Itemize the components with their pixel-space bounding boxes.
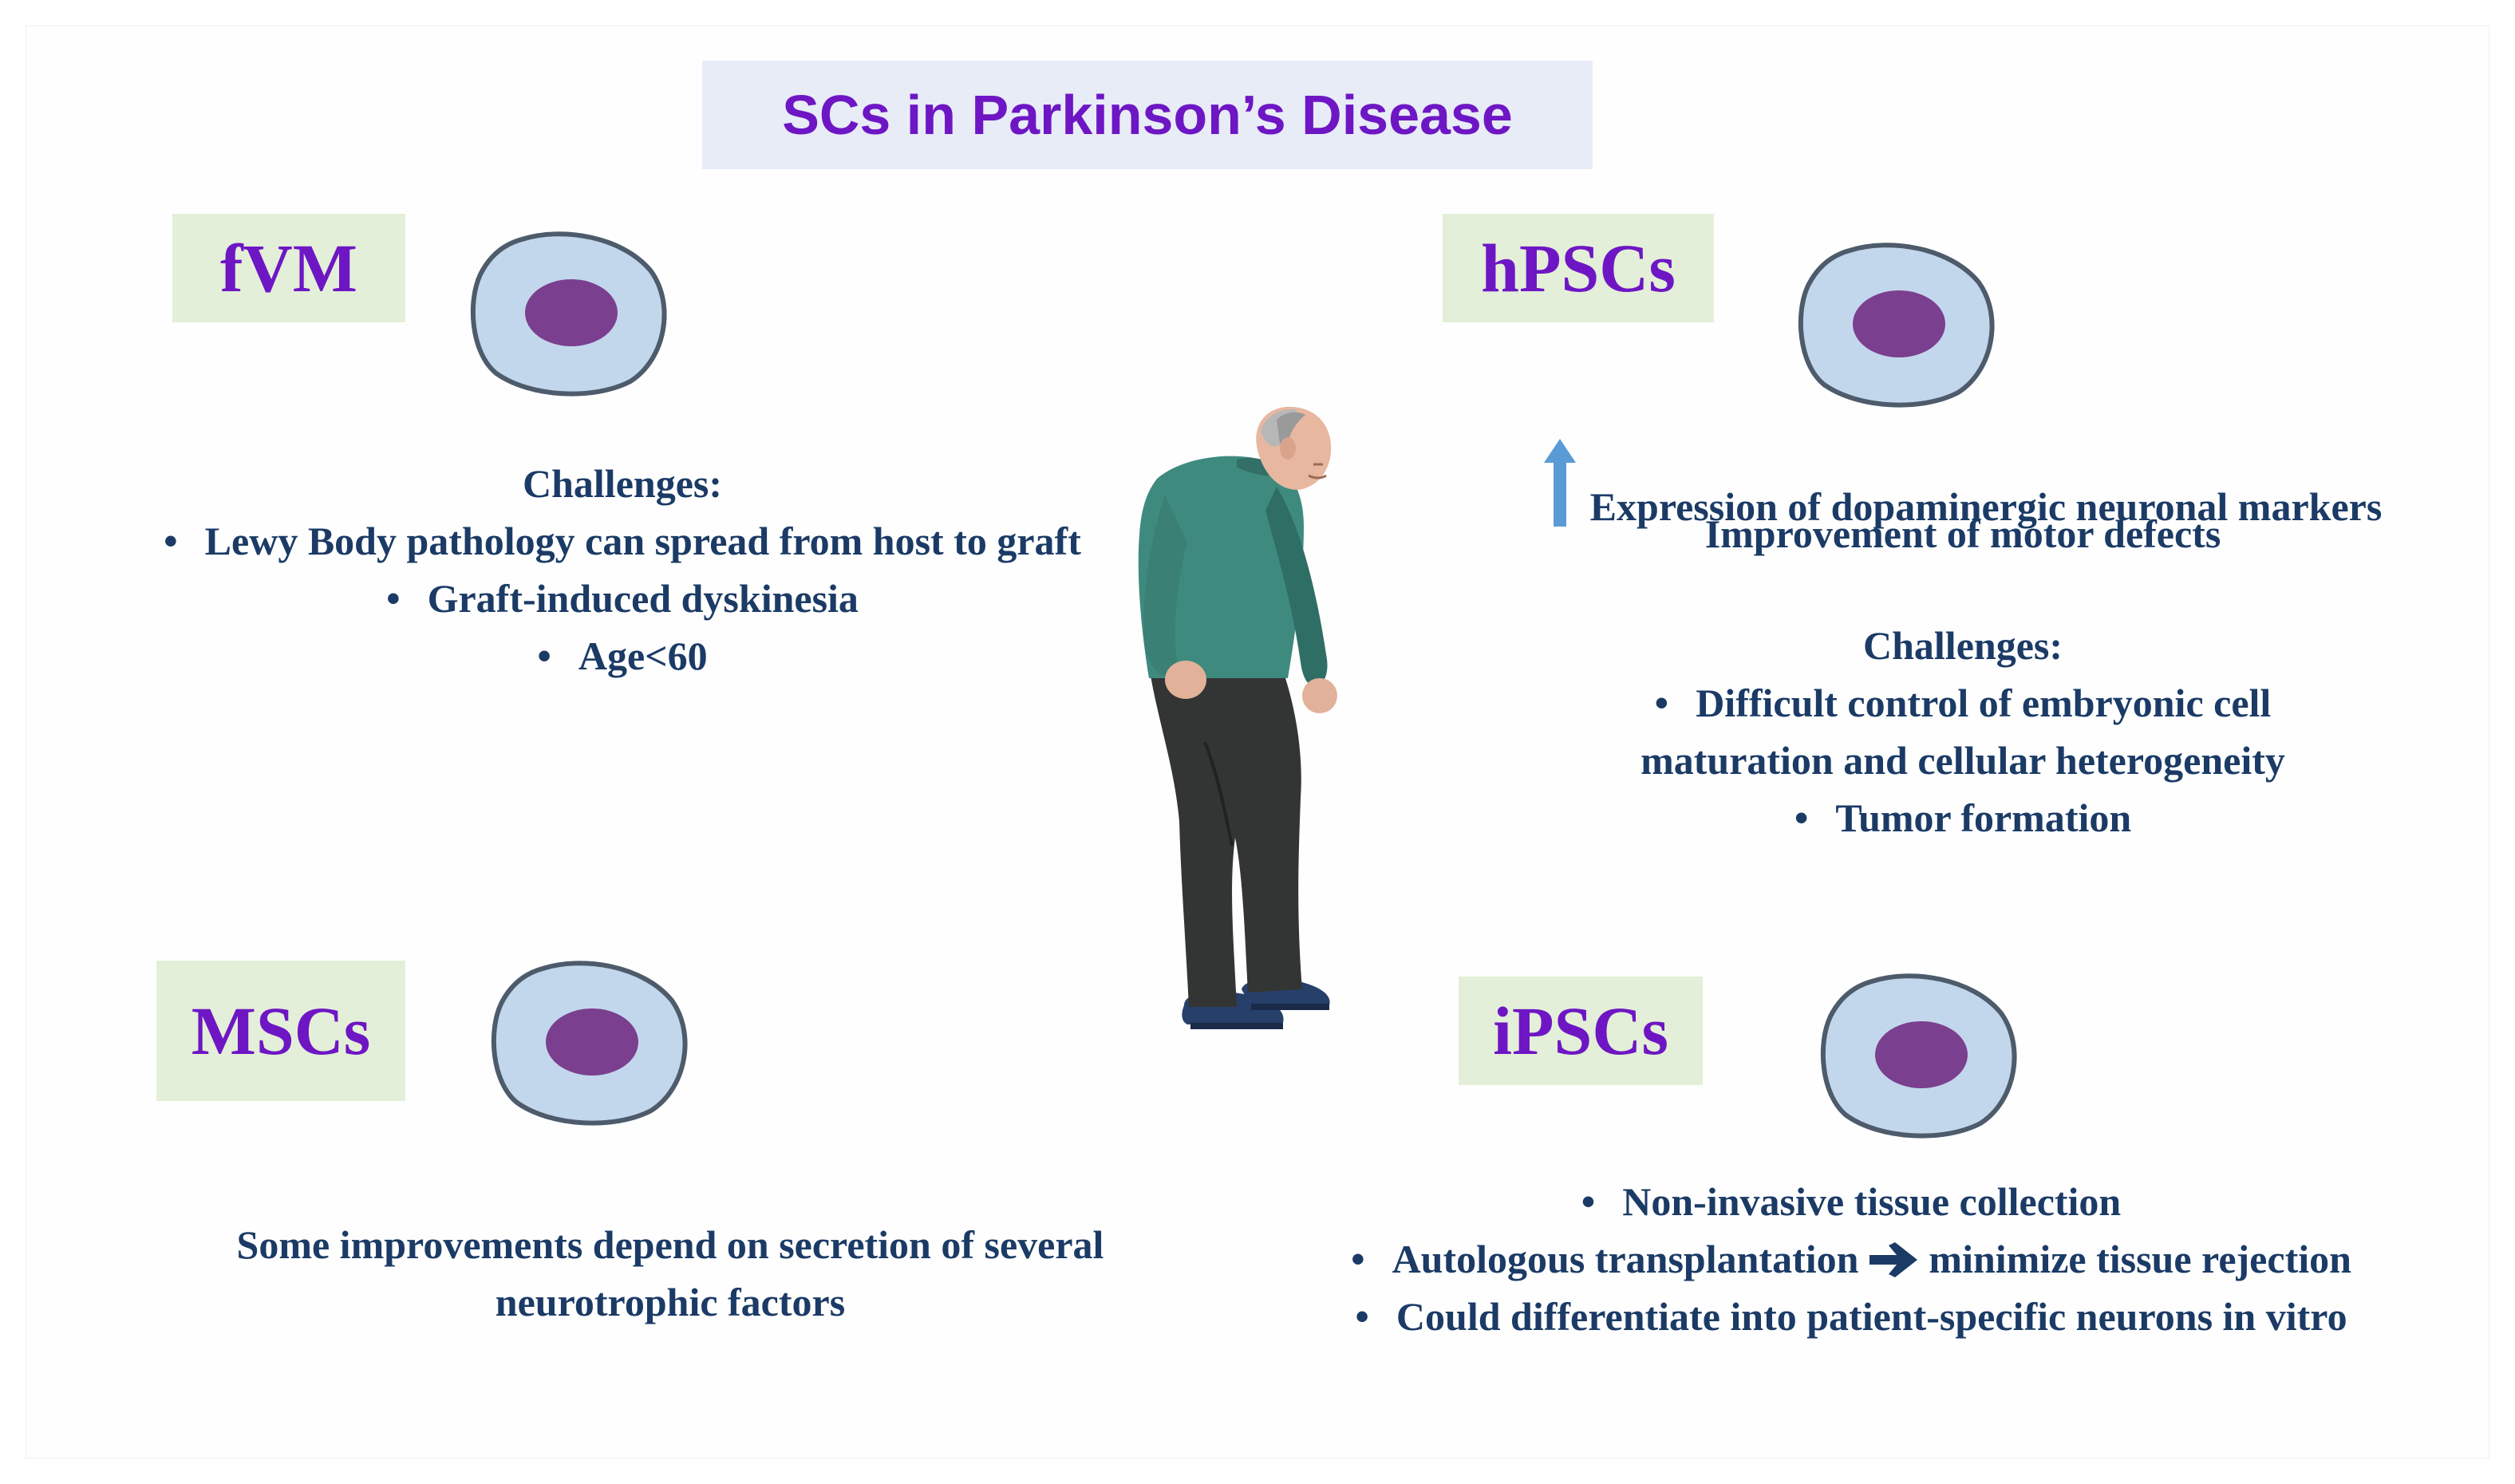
- label-hpscs-text: hPSCs: [1481, 230, 1676, 306]
- elderly-person-illustration: [1138, 406, 1337, 1029]
- hpscs-description: Expression of dopaminergic neuronal mark…: [1436, 439, 2489, 847]
- fvm-challenges: Challenges: •Lewy Body pathology can spr…: [64, 455, 1181, 685]
- label-ipscs-text: iPSCs: [1493, 993, 1668, 1069]
- up-arrow-icon: [1543, 439, 1576, 527]
- label-fvm: fVM: [172, 214, 405, 322]
- label-mscs-text: MSCs: [191, 993, 371, 1069]
- mscs-description: Some improvements depend on secretion of…: [112, 1216, 1229, 1331]
- hpscs-challenge-item: •Tumor formation: [1794, 795, 2132, 840]
- figure-title: SCs in Parkinson’s Disease: [782, 84, 1513, 146]
- fvm-challenge-item: •Lewy Body pathology can spread from hos…: [164, 519, 1081, 563]
- mscs-line: neurotrophic factors: [495, 1280, 846, 1324]
- fvm-challenges-heading: Challenges:: [523, 461, 722, 506]
- hpscs-effect: Improvement of motor defects: [1704, 511, 2221, 556]
- hpscs-challenges-heading: Challenges:: [1863, 623, 2063, 668]
- hpscs-effect: Expression of dopaminergic neuronal mark…: [1436, 439, 2489, 535]
- ipscs-description: •Non-invasive tissue collection •Autolog…: [1229, 1173, 2474, 1345]
- stem-cell-icon: [1798, 243, 1995, 408]
- stem-cell-icon: [470, 231, 667, 397]
- ipscs-item: •Could differentiate into patient-specif…: [1355, 1294, 2347, 1339]
- label-hpscs: hPSCs: [1443, 214, 1714, 322]
- right-arrow-icon: [1869, 1242, 1918, 1277]
- title-box: SCs in Parkinson’s Disease: [702, 61, 1593, 169]
- label-mscs: MSCs: [156, 961, 405, 1101]
- stem-cell-icon: [491, 961, 688, 1126]
- mscs-line: Some improvements depend on secretion of…: [236, 1222, 1104, 1267]
- label-fvm-text: fVM: [220, 230, 357, 306]
- hpscs-challenge-item: •Difficult control of embryonic cell: [1654, 681, 2272, 725]
- label-ipscs: iPSCs: [1459, 977, 1703, 1085]
- ipscs-item: •Non-invasive tissue collection: [1581, 1179, 2122, 1224]
- stem-cell-icon: [1820, 973, 2017, 1139]
- hpscs-challenge-item-cont: maturation and cellular heterogeneity: [1640, 738, 2285, 783]
- fvm-challenge-item: •Graft-induced dyskinesia: [386, 576, 859, 621]
- fvm-challenge-item: •Age<60: [537, 633, 708, 678]
